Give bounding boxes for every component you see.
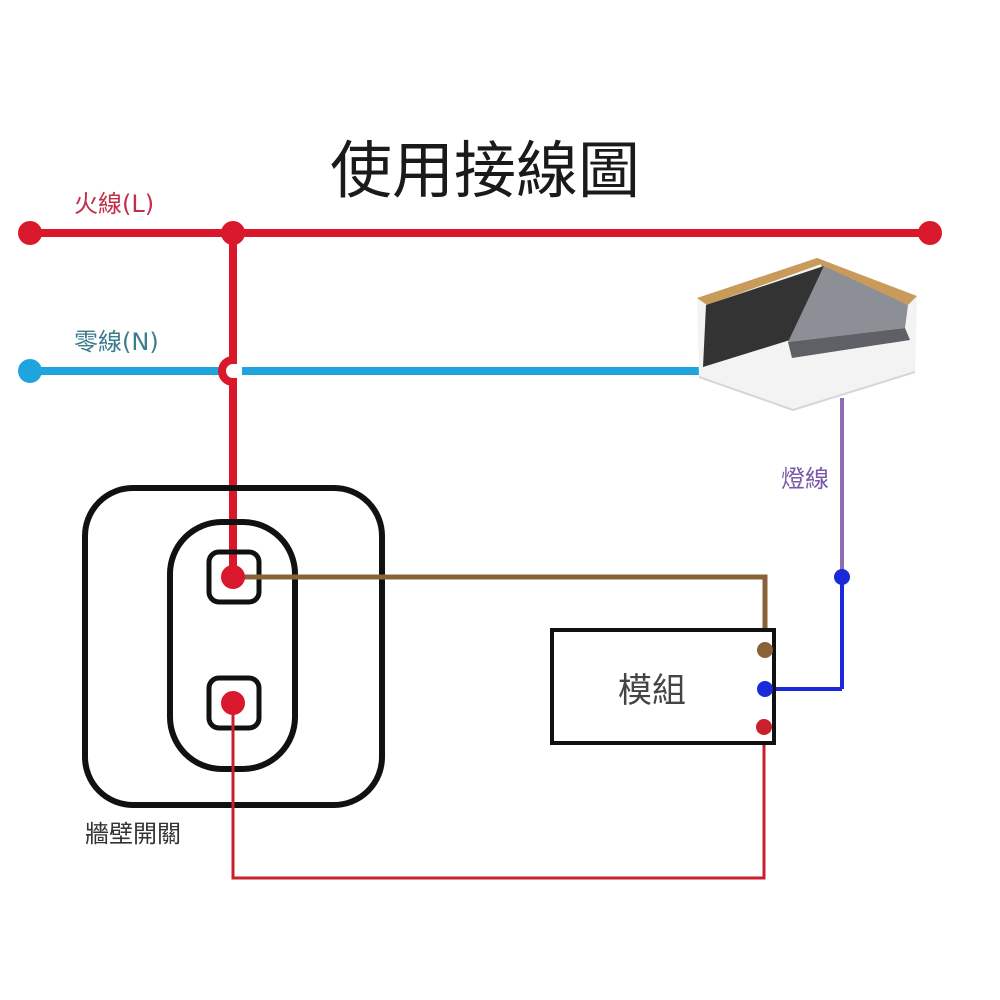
module-label: 模組 xyxy=(618,671,686,711)
module-terminal-blue xyxy=(757,681,773,697)
live-wire-start-node xyxy=(18,221,42,245)
wall-switch-label: 牆壁開關 xyxy=(85,820,181,848)
lamp-wire-node xyxy=(834,569,850,585)
neutral-wire-label: 零線(N) xyxy=(74,328,159,356)
switch-top-node xyxy=(221,565,245,589)
module-terminal-brown xyxy=(757,642,773,658)
switch-bottom-node xyxy=(221,691,245,715)
live-drop-wire xyxy=(218,233,237,577)
ceiling-lamp-icon xyxy=(697,258,917,412)
switch-to-module-red-wire xyxy=(231,703,766,880)
switch-to-module-brown-wire xyxy=(233,574,768,650)
live-wire-end-node xyxy=(918,221,942,245)
live-wire-label: 火線(L) xyxy=(74,190,154,218)
page-title: 使用接線圖 xyxy=(330,134,640,207)
module-box xyxy=(550,628,776,745)
module-terminal-red xyxy=(756,719,772,735)
lamp-wire-label: 燈線 xyxy=(781,465,829,493)
neutral-wire-start-node xyxy=(18,359,42,383)
